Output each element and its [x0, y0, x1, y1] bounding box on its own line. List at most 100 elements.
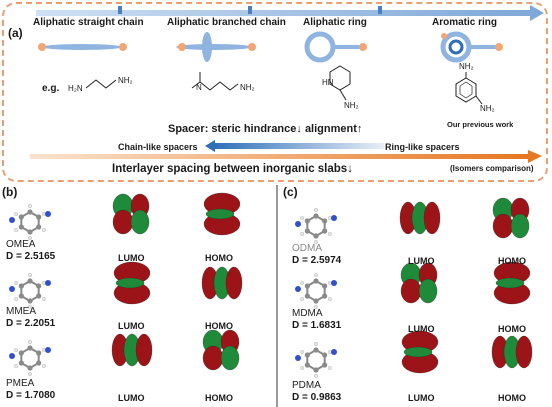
- molecule-c3-hydrogen-atom: [313, 373, 319, 379]
- dipole-mmea: D = 2.2051: [6, 318, 56, 329]
- molecule-c1-hydrogen-atom: [313, 239, 319, 245]
- homo-orbital-c1-lobe: [492, 213, 514, 239]
- spacer-steric-text: Spacer: steric hindrance↓ alignment↑: [168, 123, 363, 135]
- molecule-b2-hydrogen-atom: [27, 304, 33, 310]
- molecule-b1-hydrogen-atom: [41, 227, 46, 233]
- molecule-c1-carbon-atom: [322, 228, 328, 234]
- homo-orbital-c1-lobe: [510, 213, 530, 239]
- interlayer-text: Interlayer spacing between inorganic sla…: [112, 163, 353, 175]
- molecule-c3-hydrogen-atom: [300, 365, 305, 371]
- molecule-c3-carbon-atom: [304, 362, 310, 368]
- molecule-c1-hydrogen-atom: [327, 231, 332, 237]
- lumo-label-c1: LUMO: [408, 256, 435, 266]
- chemical-structures: [85, 65, 483, 105]
- lumo-label-b1: LUMO: [118, 253, 145, 263]
- isomers-label: (Isomers comparison): [450, 164, 534, 173]
- molecule-b1-hydrogen-atom: [14, 211, 19, 217]
- molecule-c2-carbon-atom: [322, 283, 328, 289]
- molecule-b1-nitrogen-atom: [45, 211, 51, 217]
- homo-label-b3: HOMO: [205, 393, 233, 403]
- molecule-name-mdma: MDMA: [292, 308, 323, 319]
- molecule-c3-nitrogen-atom: [295, 355, 301, 361]
- molecule-c2-hydrogen-atom: [313, 272, 319, 278]
- panel-a-frame: [2, 2, 548, 182]
- molecule-b2-carbon-atom: [18, 283, 24, 289]
- molecule-b3-carbon-atom: [18, 360, 24, 366]
- homo-label-b2: HOMO: [205, 321, 233, 331]
- molecule-name-odma: ODMA: [292, 243, 322, 254]
- molecule-b1-carbon-atom: [36, 224, 42, 230]
- molecule-c1-carbon-atom: [304, 218, 310, 224]
- spacer-schematics: [38, 31, 503, 63]
- homo-label-b1: HOMO: [205, 253, 233, 263]
- category-straight-chain: Aliphatic straight chain: [33, 17, 144, 28]
- molecule-b1-hydrogen-atom: [14, 227, 19, 233]
- homo-orbital-b3-lobe: [220, 345, 240, 371]
- molecule-b3-carbon-atom: [36, 350, 42, 356]
- homo-orbital-b2-lobe: [225, 266, 243, 300]
- molecule-b3-nitrogen-atom: [9, 353, 15, 359]
- dipole-mdma: D = 1.6831: [292, 320, 342, 331]
- chem-nh2-ring: NH₂: [344, 101, 359, 110]
- molecule-c2-carbon-atom: [322, 293, 328, 299]
- molecule-c1-hydrogen-atom: [300, 215, 305, 221]
- lumo-label-c3: LUMO: [408, 393, 435, 403]
- molecule-b3-hydrogen-atom: [14, 347, 19, 353]
- interlayer-arrow: [30, 150, 542, 163]
- molecule-c1-nitrogen-atom: [295, 221, 301, 227]
- molecule-b1-carbon-atom: [27, 229, 33, 235]
- molecule-b1-carbon-atom: [18, 214, 24, 220]
- molecule-c2-nitrogen-atom: [295, 286, 301, 292]
- branched-chain-schematic: [176, 32, 256, 62]
- molecule-b2-carbon-atom: [27, 298, 33, 304]
- molecule-b2-hydrogen-atom: [14, 296, 19, 302]
- lumo-label-b2: LUMO: [118, 321, 145, 331]
- homo-label-c1: HOMO: [498, 256, 526, 266]
- aromatic-ring-schematic: [440, 31, 503, 63]
- molecule-b3-hydrogen-atom: [41, 363, 46, 369]
- molecule-c2-hydrogen-atom: [300, 296, 305, 302]
- dipole-pmea: D = 1.7080: [6, 390, 56, 401]
- chem-nh2-arom-top: NH₂: [459, 62, 474, 71]
- molecule-c1-hydrogen-atom: [313, 207, 319, 213]
- lumo-label-c2: LUMO: [408, 324, 435, 334]
- molecule-b2-hydrogen-atom: [41, 296, 46, 302]
- molecule-b1-carbon-atom: [36, 214, 42, 220]
- molecule-c3-nitrogen-atom: [331, 349, 337, 355]
- molecule-b3-carbon-atom: [27, 365, 33, 371]
- molecule-c1-carbon-atom: [313, 213, 319, 219]
- lumo-orbital-b3-lobe: [135, 333, 153, 367]
- molecule-c2-carbon-atom: [304, 293, 310, 299]
- category-aromatic-ring: Aromatic ring: [432, 17, 498, 28]
- ring-like-label: Ring-like spacers: [385, 142, 460, 152]
- panel-b-label: (b): [2, 185, 18, 199]
- molecule-c2-carbon-atom: [313, 278, 319, 284]
- chem-hn: HN: [322, 78, 334, 87]
- dipole-odma: D = 2.5974: [292, 255, 342, 266]
- molecule-c2-carbon-atom: [313, 298, 319, 304]
- chain-like-label: Chain-like spacers: [118, 142, 198, 152]
- molecule-c3-hydrogen-atom: [300, 349, 305, 355]
- panel-c-label: (c): [283, 185, 298, 199]
- homo-orbital-c2-lobe: [495, 277, 525, 289]
- molecule-b2-hydrogen-atom: [14, 280, 19, 286]
- molecule-c3-carbon-atom: [313, 347, 319, 353]
- molecule-b2-carbon-atom: [27, 278, 33, 284]
- lumo-orbital-c2-lobe: [418, 278, 438, 304]
- molecule-c3-carbon-atom: [322, 352, 328, 358]
- lumo-orbital-c3-lobe: [403, 346, 433, 358]
- lumo-orbital-c2-lobe: [400, 278, 422, 304]
- molecule-b1-hydrogen-atom: [27, 203, 33, 209]
- chem-nh2-arom-bot: NH₂: [480, 104, 495, 113]
- molecule-c2-nitrogen-atom: [331, 280, 337, 286]
- straight-chain-schematic: [38, 43, 127, 51]
- molecule-c2-hydrogen-atom: [300, 280, 305, 286]
- chain-ring-arrow: [205, 140, 384, 152]
- molecule-c1-carbon-atom: [304, 228, 310, 234]
- category-arrow: [36, 5, 544, 21]
- homo-label-c3: HOMO: [498, 393, 526, 403]
- lumo-orbital-b2-lobe: [115, 277, 145, 289]
- molecule-c3-carbon-atom: [304, 352, 310, 358]
- molecule-b2-carbon-atom: [36, 283, 42, 289]
- category-branched-chain: Aliphatic branched chain: [167, 17, 286, 28]
